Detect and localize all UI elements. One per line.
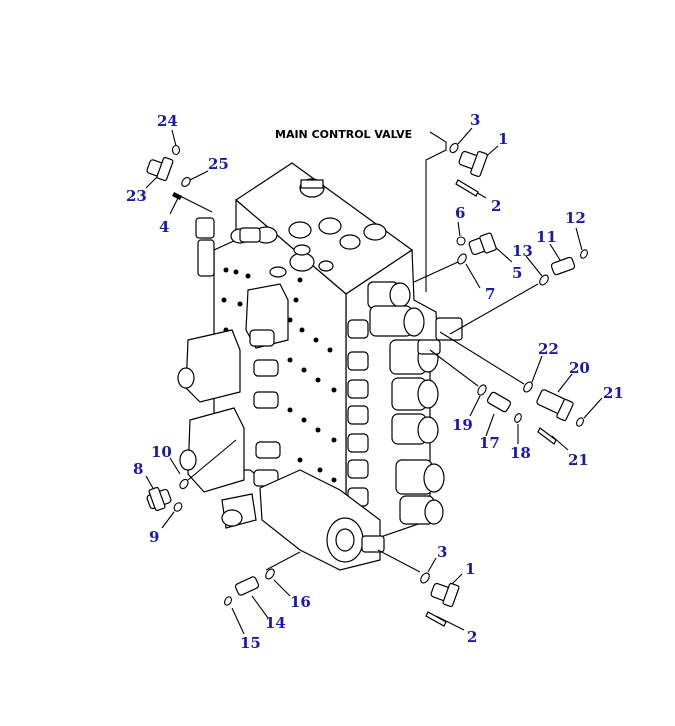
pin-21b — [537, 427, 557, 445]
callout-11: 11 — [536, 228, 557, 246]
elbow-fitting-5 — [468, 232, 497, 256]
main-control-valve-body — [177, 162, 463, 571]
o-ring-3-top — [449, 142, 459, 154]
elbow-fitting-20 — [536, 389, 574, 422]
callout-21-lower: 21 — [568, 451, 589, 469]
callout-3-bottom: 3 — [437, 543, 447, 561]
o-ring-15 — [224, 596, 232, 606]
callout-6: 6 — [455, 204, 465, 222]
callout-7: 7 — [485, 285, 495, 303]
left-face-holes — [221, 267, 337, 483]
callout-8: 8 — [133, 460, 143, 478]
elbow-fitting-1-bottom — [430, 582, 460, 608]
elbow-fitting-23 — [146, 156, 174, 182]
diagram-title: MAIN CONTROL VALVE — [275, 128, 412, 141]
callout-18: 18 — [510, 444, 531, 462]
o-ring-13 — [539, 274, 549, 286]
callout-16: 16 — [290, 593, 311, 611]
left-spool-caps — [239, 227, 281, 487]
elbow-fitting-8 — [146, 486, 172, 512]
callout-24: 24 — [157, 112, 178, 130]
o-ring-22 — [523, 381, 533, 393]
o-ring-7 — [457, 253, 467, 265]
callout-13: 13 — [512, 242, 533, 260]
o-ring-19 — [477, 384, 487, 396]
straight-fitting-17 — [486, 391, 512, 413]
callout-17: 17 — [479, 434, 500, 452]
callout-9: 9 — [149, 528, 159, 546]
callout-10: 10 — [151, 443, 172, 461]
o-ring-25 — [181, 177, 191, 187]
callout-15: 15 — [240, 634, 261, 652]
o-ring-10 — [179, 478, 189, 490]
pin-4 — [172, 192, 182, 200]
o-ring-18 — [514, 413, 522, 423]
callout-23: 23 — [126, 187, 147, 205]
callout-2-top: 2 — [491, 197, 501, 215]
straight-fitting-11 — [550, 256, 576, 276]
straight-fitting-14 — [234, 576, 260, 596]
callout-5: 5 — [512, 264, 522, 282]
callout-14: 14 — [265, 614, 286, 632]
pin-2-bottom — [425, 611, 447, 627]
o-ring-21a — [576, 417, 584, 427]
o-ring-16 — [265, 568, 275, 580]
pin-2-top — [455, 179, 479, 197]
callout-12: 12 — [565, 209, 586, 227]
o-ring-12 — [580, 249, 588, 259]
callout-25: 25 — [208, 155, 229, 173]
bottom-flange — [259, 469, 385, 571]
elbow-fitting-1-top — [458, 150, 488, 178]
callout-1-bottom: 1 — [465, 560, 475, 578]
o-ring-6 — [456, 236, 466, 246]
o-ring-24 — [171, 144, 181, 156]
callout-3-top: 3 — [470, 111, 480, 129]
small-parts — [146, 142, 588, 627]
callout-19: 19 — [452, 416, 473, 434]
callout-1-top: 1 — [498, 130, 508, 148]
callout-4: 4 — [159, 218, 169, 236]
callout-labels: 24 25 23 4 3 1 2 6 5 7 12 11 13 22 20 21… — [126, 111, 624, 652]
o-ring-9 — [173, 502, 183, 512]
right-spool-stack — [347, 281, 463, 525]
callout-22: 22 — [538, 340, 559, 358]
callout-21-right: 21 — [603, 384, 624, 402]
callout-2-bottom: 2 — [467, 628, 477, 646]
callout-20: 20 — [569, 359, 590, 377]
o-ring-3-bottom — [420, 572, 430, 584]
